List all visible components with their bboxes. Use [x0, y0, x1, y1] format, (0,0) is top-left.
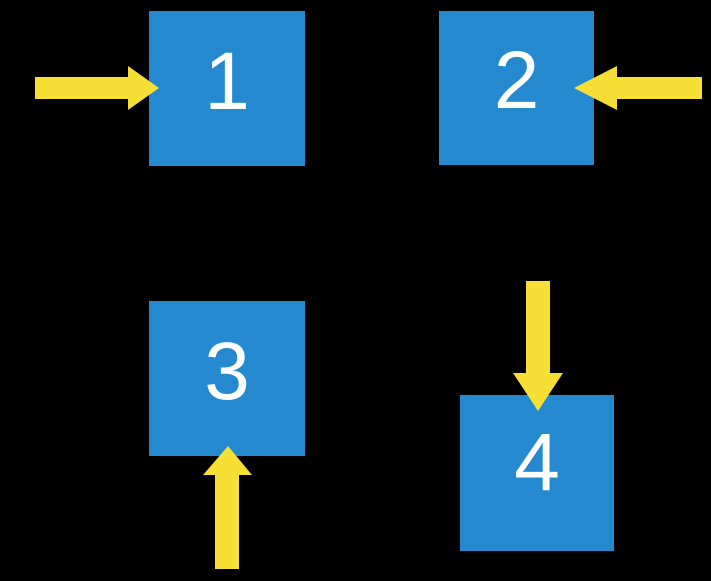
box-3-label: 3	[204, 325, 250, 417]
up-arrow-icon	[203, 446, 252, 569]
down-arrow-icon	[513, 281, 563, 411]
box-2: 2	[439, 11, 594, 165]
box-3: 3	[149, 301, 305, 456]
right-arrow-icon	[35, 66, 159, 110]
box-2-label: 2	[493, 35, 540, 126]
box-4-label: 4	[514, 417, 560, 508]
left-arrow-icon	[574, 66, 702, 110]
box-1-label: 1	[204, 35, 250, 127]
box-1: 1	[149, 11, 305, 166]
box-4: 4	[460, 395, 614, 551]
